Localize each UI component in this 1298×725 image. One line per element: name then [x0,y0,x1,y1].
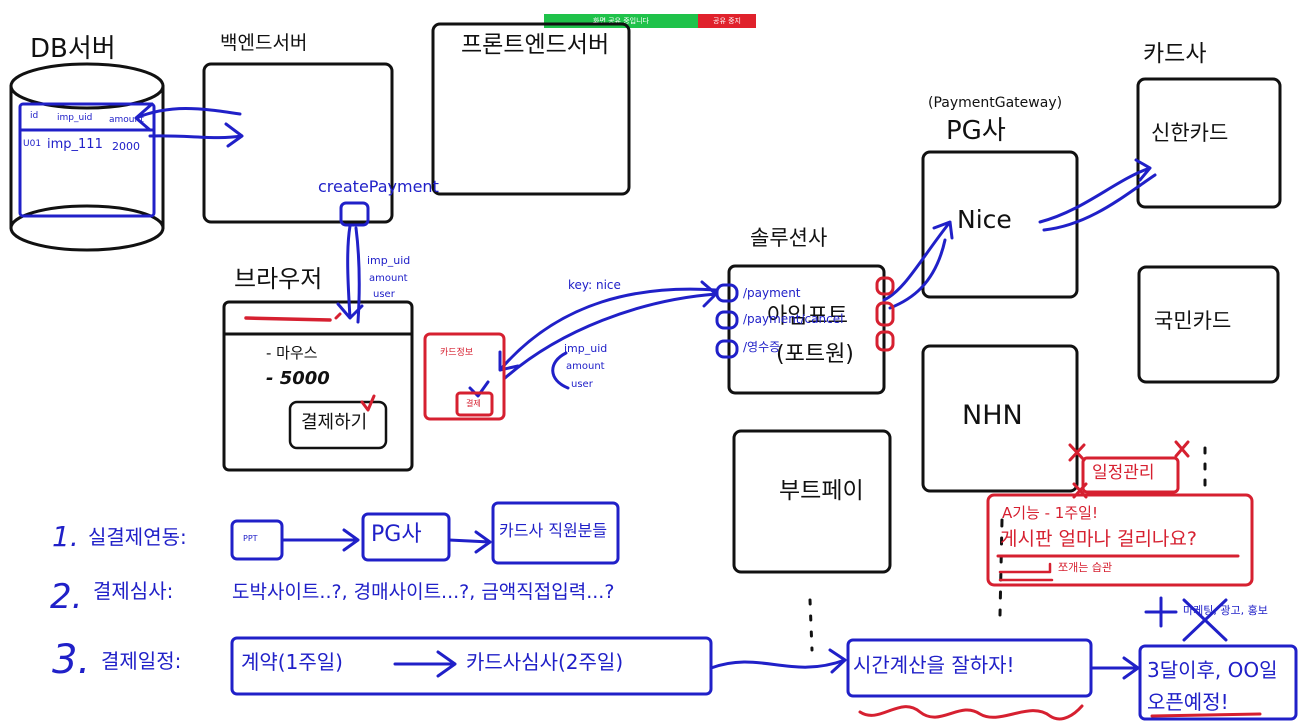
step1-pg: PG사 [371,522,422,547]
nhn-label: NHN [962,400,1023,431]
step3-contract: 계약(1주일) [241,650,343,674]
db-cylinder-shape [9,62,165,252]
backend-server-box [202,62,394,224]
shinhan-label: 신한카드 [1151,121,1229,145]
schedule-line-2: 게시판 얼마나 걸리나요? [1000,528,1197,550]
bootpay-label: 부트페이 [779,478,864,504]
db-table-box [18,102,156,218]
db-cell-id: U01 [23,139,42,149]
schedule-title: 일정관리 [1092,463,1155,483]
step2-label: 결제심사: [93,579,174,603]
step1-label: 실결제연동: [88,525,187,549]
browser-box [222,300,414,472]
stop-share-label: 공유 중지 [713,17,741,25]
bootpay-box [732,429,892,574]
nice-label: Nice [957,205,1012,234]
browser-param-imp-uid: imp_uid [367,254,411,267]
step2-number: 2. [50,577,83,617]
portone-label: (포트원) [776,342,854,367]
kookmin-label: 국민카드 [1154,309,1232,333]
card-company-label: 카드사 [1143,41,1207,67]
key-nice-label: key: nice [568,278,621,292]
pay-button-box [288,400,388,450]
schedule-line-1: A기능 - 1주일! [1002,504,1098,522]
card-info-box [423,332,506,421]
create-payment-label: createPayment [318,177,439,196]
schedule-title-box [1081,456,1180,494]
step3-number: 3. [52,637,91,683]
step1-number: 1. [52,520,79,553]
browser-label: 브라우저 [234,265,323,293]
pay-button-label[interactable]: 결제하기 [301,412,368,433]
nhn-box [921,344,1079,493]
marketing-label: 마케팅, 광고, 홍보 [1183,604,1268,617]
pg-box [921,150,1079,299]
step1-ppt: PPT [243,534,258,543]
iamport-label: 아임포트 [767,304,848,329]
card-info-label: 카드정보 [440,348,474,358]
db-col-imp-uid: imp_uid [57,113,93,123]
backend-server-label: 백엔드서버 [220,32,308,54]
stop-share-button[interactable]: 공유 중지 [698,14,756,28]
db-cell-imp-uid: imp_111 [47,137,103,152]
schedule-line-3: 쪼개는 습관 [1058,561,1113,574]
open-schedule-label: 3달이후, OO일 오픈예정! [1147,658,1278,714]
db-cell-amount: 2000 [112,140,140,153]
step2-text: 도박사이트..?, 경매사이트...?, 금액직접입력...? [232,581,615,603]
db-server-label: DB서버 [30,34,116,64]
endpoint-receipt: /영수증 [743,340,781,354]
pg-label: PG사 [946,116,1006,146]
solution-param-amount: amount [566,361,605,372]
browser-param-user: user [373,289,395,300]
card-company-box [1136,77,1282,209]
kookmin-box [1137,265,1280,384]
frontend-server-label: 프론트엔드서버 [461,32,610,58]
frontend-server-box [431,22,631,196]
create-payment-box [339,201,370,227]
browser-param-amount: amount [369,273,408,284]
db-col-id: id [30,111,39,121]
card-pay-label: 결제 [466,399,481,408]
solution-label: 솔루션사 [750,226,828,250]
pg-full-label: (PaymentGateway) [928,95,1063,111]
product-name: - 마우스 [266,344,318,362]
solution-param-user: user [571,379,593,390]
endpoint-payment: /payment [743,286,801,300]
step1-staff: 카드사 직원분들 [499,521,608,540]
solution-param-imp-uid: imp_uid [564,342,608,355]
time-calc-label: 시간계산을 잘하자! [853,653,1015,677]
step3-review: 카드사심사(2주일) [466,650,624,674]
endpoint-cancel: /payment/cancel [743,312,844,326]
product-price: - 5000 [266,368,330,389]
step3-label: 결제일정: [101,649,182,673]
db-col-amount: amount [109,115,144,125]
schedule-box [986,493,1254,587]
share-status-text: 화면 공유 중입니다 [593,17,649,25]
